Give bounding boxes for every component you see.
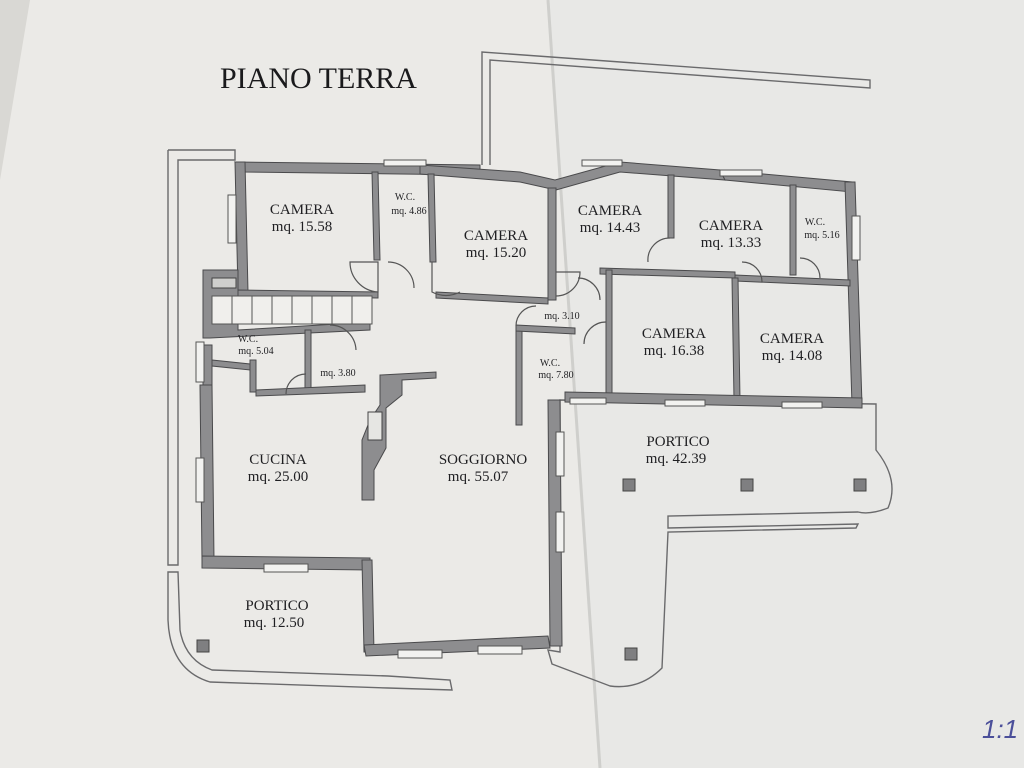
page-title: PIANO TERRA <box>220 62 417 95</box>
room-wc-1: W.C. mq. 4.86 <box>391 192 426 217</box>
room-ripostiglio: mq. 3.80 <box>320 368 355 379</box>
room-camera-4: CAMERA mq. 13.33 <box>699 218 763 251</box>
room-wc-4: W.C. mq. 7.80 <box>538 358 573 381</box>
windows <box>195 159 861 659</box>
doors <box>285 237 821 395</box>
svg-text:CAMERA: CAMERA <box>270 202 334 218</box>
svg-text:CAMERA: CAMERA <box>760 331 824 347</box>
room-wc-3: W.C. mq. 5.04 <box>238 334 274 357</box>
svg-text:mq. 55.07: mq. 55.07 <box>448 469 509 485</box>
staircase <box>211 277 373 325</box>
svg-text:mq. 15.20: mq. 15.20 <box>466 245 526 261</box>
svg-text:mq. 13.33: mq. 13.33 <box>701 235 761 251</box>
room-camera-5: CAMERA mq. 16.38 <box>642 326 706 359</box>
scale-note: 1:1 <box>982 714 1018 744</box>
svg-text:W.C.: W.C. <box>395 192 415 203</box>
room-cucina: CUCINA mq. 25.00 <box>248 452 308 485</box>
paper-sheet-left <box>0 0 600 768</box>
svg-text:CAMERA: CAMERA <box>578 203 642 219</box>
portico-right-outline <box>547 399 893 688</box>
paper-edge-shadow <box>0 0 30 180</box>
paper-sheet-right <box>548 0 1024 768</box>
svg-text:mq. 15.58: mq. 15.58 <box>272 219 332 235</box>
room-soggiorno: SOGGIORNO mq. 55.07 <box>439 452 528 485</box>
svg-text:mq. 14.43: mq. 14.43 <box>580 220 640 236</box>
svg-text:SOGGIORNO: SOGGIORNO <box>439 452 528 468</box>
portico-pillars <box>196 478 867 661</box>
svg-text:CUCINA: CUCINA <box>249 452 307 468</box>
svg-text:mq. 4.86: mq. 4.86 <box>391 206 426 217</box>
svg-text:CAMERA: CAMERA <box>642 326 706 342</box>
svg-text:W.C.: W.C. <box>805 217 825 228</box>
room-portico-1: PORTICO mq. 42.39 <box>646 434 710 467</box>
svg-text:CAMERA: CAMERA <box>464 228 528 244</box>
svg-text:PORTICO: PORTICO <box>245 598 308 614</box>
svg-text:mq. 5.16: mq. 5.16 <box>804 230 839 241</box>
svg-text:CAMERA: CAMERA <box>699 218 763 234</box>
room-camera-3: CAMERA mq. 14.43 <box>578 203 642 236</box>
room-camera-2: CAMERA mq. 15.20 <box>464 228 528 261</box>
room-portico-2: PORTICO mq. 12.50 <box>244 598 309 631</box>
room-camera-1: CAMERA mq. 15.58 <box>270 202 334 235</box>
portico-left-outline <box>167 571 453 691</box>
walls <box>199 161 863 657</box>
svg-text:mq. 3.10: mq. 3.10 <box>544 311 579 322</box>
svg-text:mq. 14.08: mq. 14.08 <box>762 348 822 364</box>
svg-text:mq. 16.38: mq. 16.38 <box>644 343 704 359</box>
room-labels: CAMERA mq. 15.58 W.C. mq. 4.86 CAMERA mq… <box>238 192 840 631</box>
room-disimpegno-1: mq. 3.10 <box>544 311 579 322</box>
room-wc-2: W.C. mq. 5.16 <box>804 217 839 241</box>
svg-text:W.C.: W.C. <box>540 358 560 369</box>
room-camera-6: CAMERA mq. 14.08 <box>760 331 824 364</box>
svg-text:mq. 25.00: mq. 25.00 <box>248 469 308 485</box>
paper-fold <box>546 0 602 768</box>
garden-outline-top <box>481 51 871 165</box>
svg-text:mq. 12.50: mq. 12.50 <box>244 615 304 631</box>
svg-text:mq. 3.80: mq. 3.80 <box>320 368 355 379</box>
site-outline-left <box>167 149 236 566</box>
svg-text:mq. 7.80: mq. 7.80 <box>538 370 573 381</box>
svg-text:W.C.: W.C. <box>238 334 258 345</box>
svg-text:mq. 42.39: mq. 42.39 <box>646 451 706 467</box>
svg-text:PORTICO: PORTICO <box>646 434 709 450</box>
svg-text:mq. 5.04: mq. 5.04 <box>238 346 273 357</box>
